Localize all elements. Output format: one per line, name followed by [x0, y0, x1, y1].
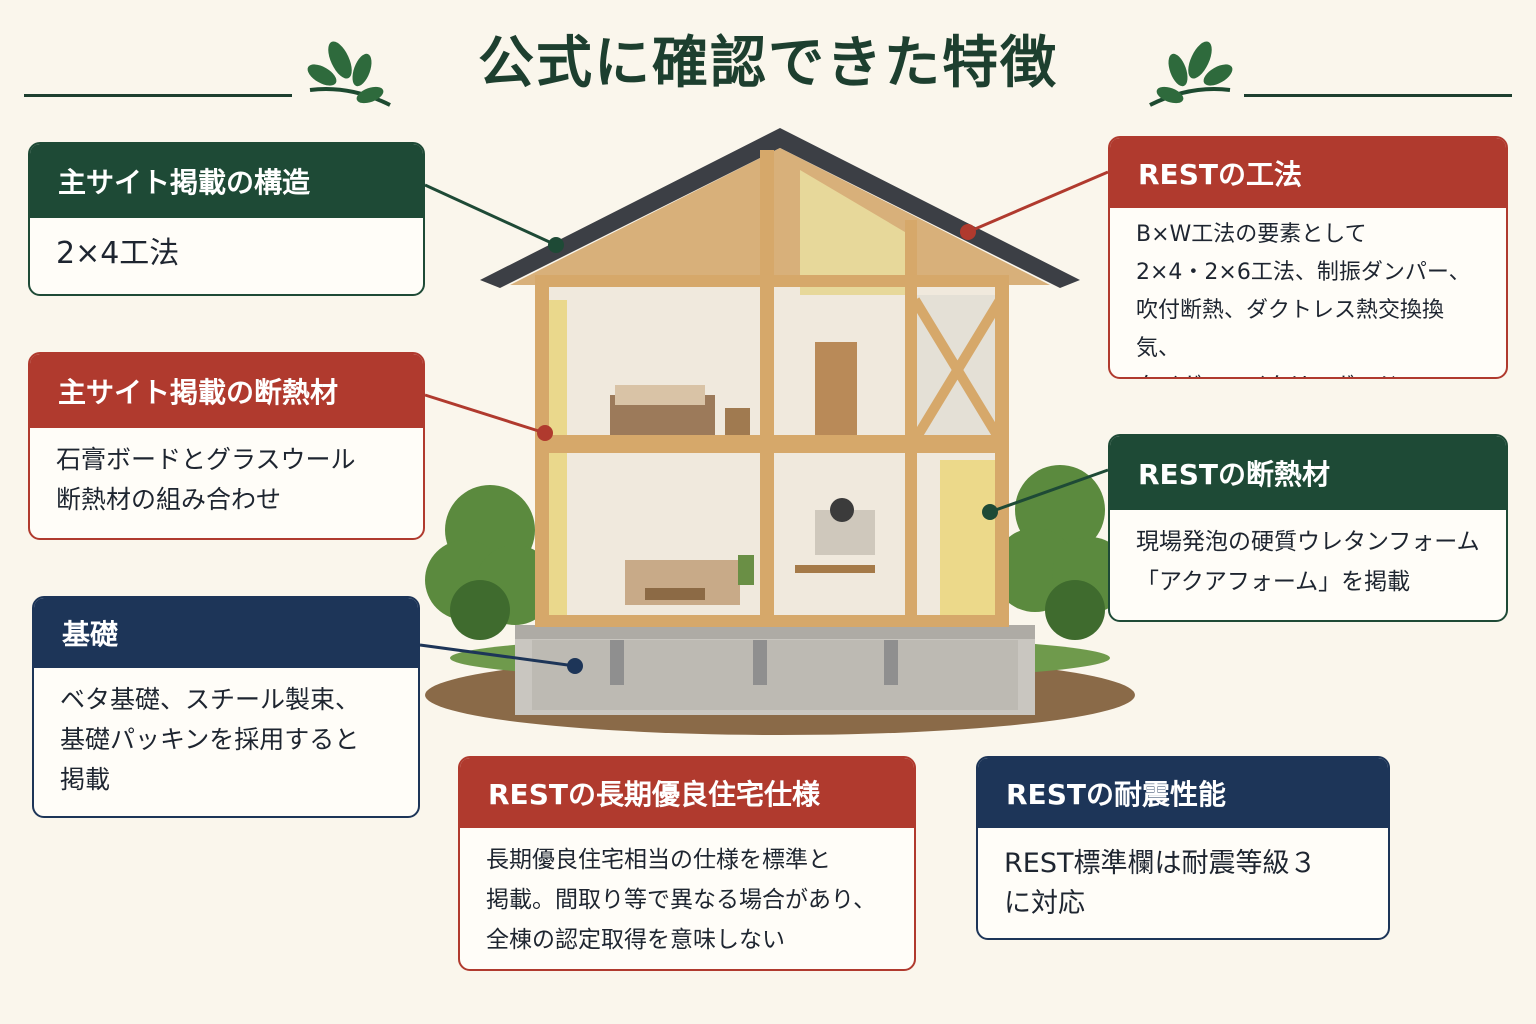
card-site-structure: 主サイト掲載の構造 2×4工法 [28, 142, 425, 296]
card-heading: RESTの工法 [1110, 138, 1506, 208]
title-rule-right [1244, 94, 1512, 97]
leaf-sprig-icon [307, 41, 391, 107]
card-heading: RESTの長期優良住宅仕様 [460, 758, 914, 828]
card-rest-insulation: RESTの断熱材 現場発泡の硬質ウレタンフォーム 「アクアフォーム」を掲載 [1108, 434, 1508, 622]
card-body: B×W工法の要素として 2×4・2×6工法、制振ダンパー、 吹付断熱、ダクトレス… [1136, 222, 1471, 377]
card-body: REST標準欄は耐震等級３ に対応 [1004, 848, 1317, 919]
card-rest-seismic: RESTの耐震性能 REST標準欄は耐震等級３ に対応 [976, 756, 1390, 940]
card-rest-method: RESTの工法 B×W工法の要素として 2×4・2×6工法、制振ダンパー、 吹付… [1108, 136, 1508, 379]
card-body: 現場発泡の硬質ウレタンフォーム 「アクアフォーム」を掲載 [1136, 529, 1480, 595]
card-heading: RESTの断熱材 [1110, 436, 1506, 510]
card-heading: 主サイト掲載の構造 [30, 144, 423, 218]
card-heading: 基礎 [34, 598, 418, 668]
card-heading: 主サイト掲載の断熱材 [30, 354, 423, 428]
card-body: 石膏ボードとグラスウール 断熱材の組み合わせ [56, 445, 356, 514]
house-cutaway-illustration [425, 128, 1135, 735]
card-body: 2×4工法 [56, 236, 180, 271]
page-title: 公式に確認できた特徴 [478, 31, 1058, 96]
title-rule-left [24, 94, 292, 97]
card-body: 長期優良住宅相当の仕様を標準と 掲載。間取り等で異なる場合があり、 全棟の認定取… [486, 847, 877, 953]
card-heading: RESTの耐震性能 [978, 758, 1388, 828]
card-site-insulation: 主サイト掲載の断熱材 石膏ボードとグラスウール 断熱材の組み合わせ [28, 352, 425, 540]
card-body: ベタ基礎、スチール製束、 基礎パッキンを採用すると 掲載 [60, 685, 361, 794]
card-rest-longterm: RESTの長期優良住宅仕様 長期優良住宅相当の仕様を標準と 掲載。間取り等で異な… [458, 756, 916, 971]
leaf-sprig-icon [1149, 41, 1233, 107]
card-foundation: 基礎 ベタ基礎、スチール製束、 基礎パッキンを採用すると 掲載 [32, 596, 420, 818]
